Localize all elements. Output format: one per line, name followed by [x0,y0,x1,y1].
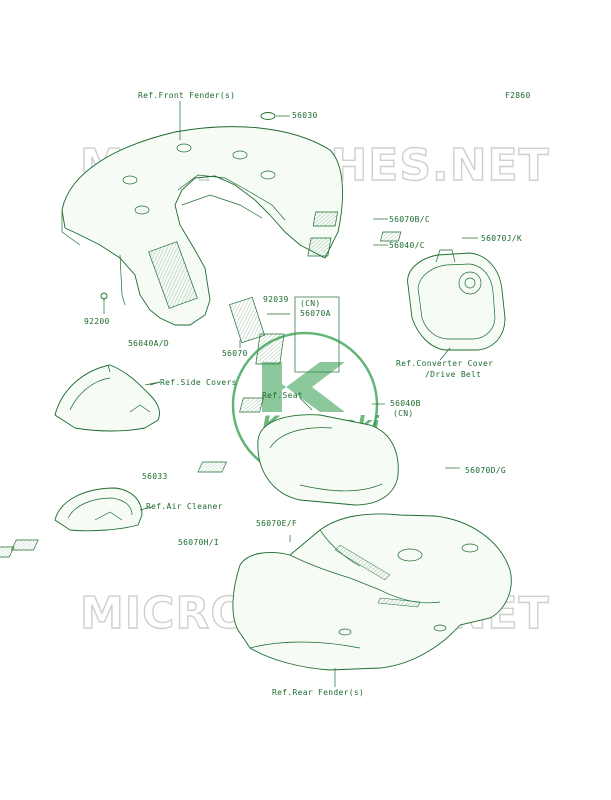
labels-56070bc-56040c [307,211,388,257]
callout-ref-rear-fender: Ref.Rear Fender(s) [272,688,364,697]
air-cleaner-drawing [54,487,143,532]
leader-lines [139,101,460,687]
callout-56070: 56070 [222,349,248,358]
label-56070dg [197,461,228,473]
fastener-92200 [100,292,108,314]
callout-ref-air-cleaner: Ref.Air Cleaner [146,502,223,511]
labels-56070ef-56070hi [0,539,263,595]
callout-ref-converter-l1: Ref.Converter Cover [396,359,493,368]
front-fender-drawing [61,126,343,326]
callout-92039: 92039 [263,295,289,304]
label-56070 [228,296,266,348]
callout-56070bc: 56070B/C [389,215,430,224]
rear-fender-drawing [232,513,512,671]
callout-cn-bottom: (CN) [393,409,413,418]
callout-56040b: 56040B [390,399,421,408]
callout-56070dg: 56070D/G [465,466,506,475]
callout-ref-converter-l2: /Drive Belt [425,370,481,379]
callout-56033: 56033 [142,472,168,481]
label-56040b [239,397,385,413]
callout-ref-side-covers: Ref.Side Covers [160,378,237,387]
callout-56030: 56030 [292,111,318,120]
label-56070jk [379,231,478,242]
seat-drawing [257,414,399,506]
callout-56040ad: 56040A/D [128,339,169,348]
callout-56070ef: 56070E/F [256,519,297,528]
callout-56070hi: 56070H/I [178,538,219,547]
callout-ref-seat: Ref.Seat [262,391,303,400]
figure-code: F2860 [505,91,531,100]
side-covers-drawing [54,364,161,432]
callout-56070a: 56070A [300,309,331,318]
callout-cn-top: (CN) [300,299,320,308]
callout-92200: 92200 [84,317,110,326]
callout-56040c: 56040/C [389,241,425,250]
grommet-56030 [260,112,290,120]
callout-ref-front-fender: Ref.Front Fender(s) [138,91,235,100]
converter-cover-drawing [407,249,506,351]
callout-56070jk: 56070J/K [481,234,522,243]
